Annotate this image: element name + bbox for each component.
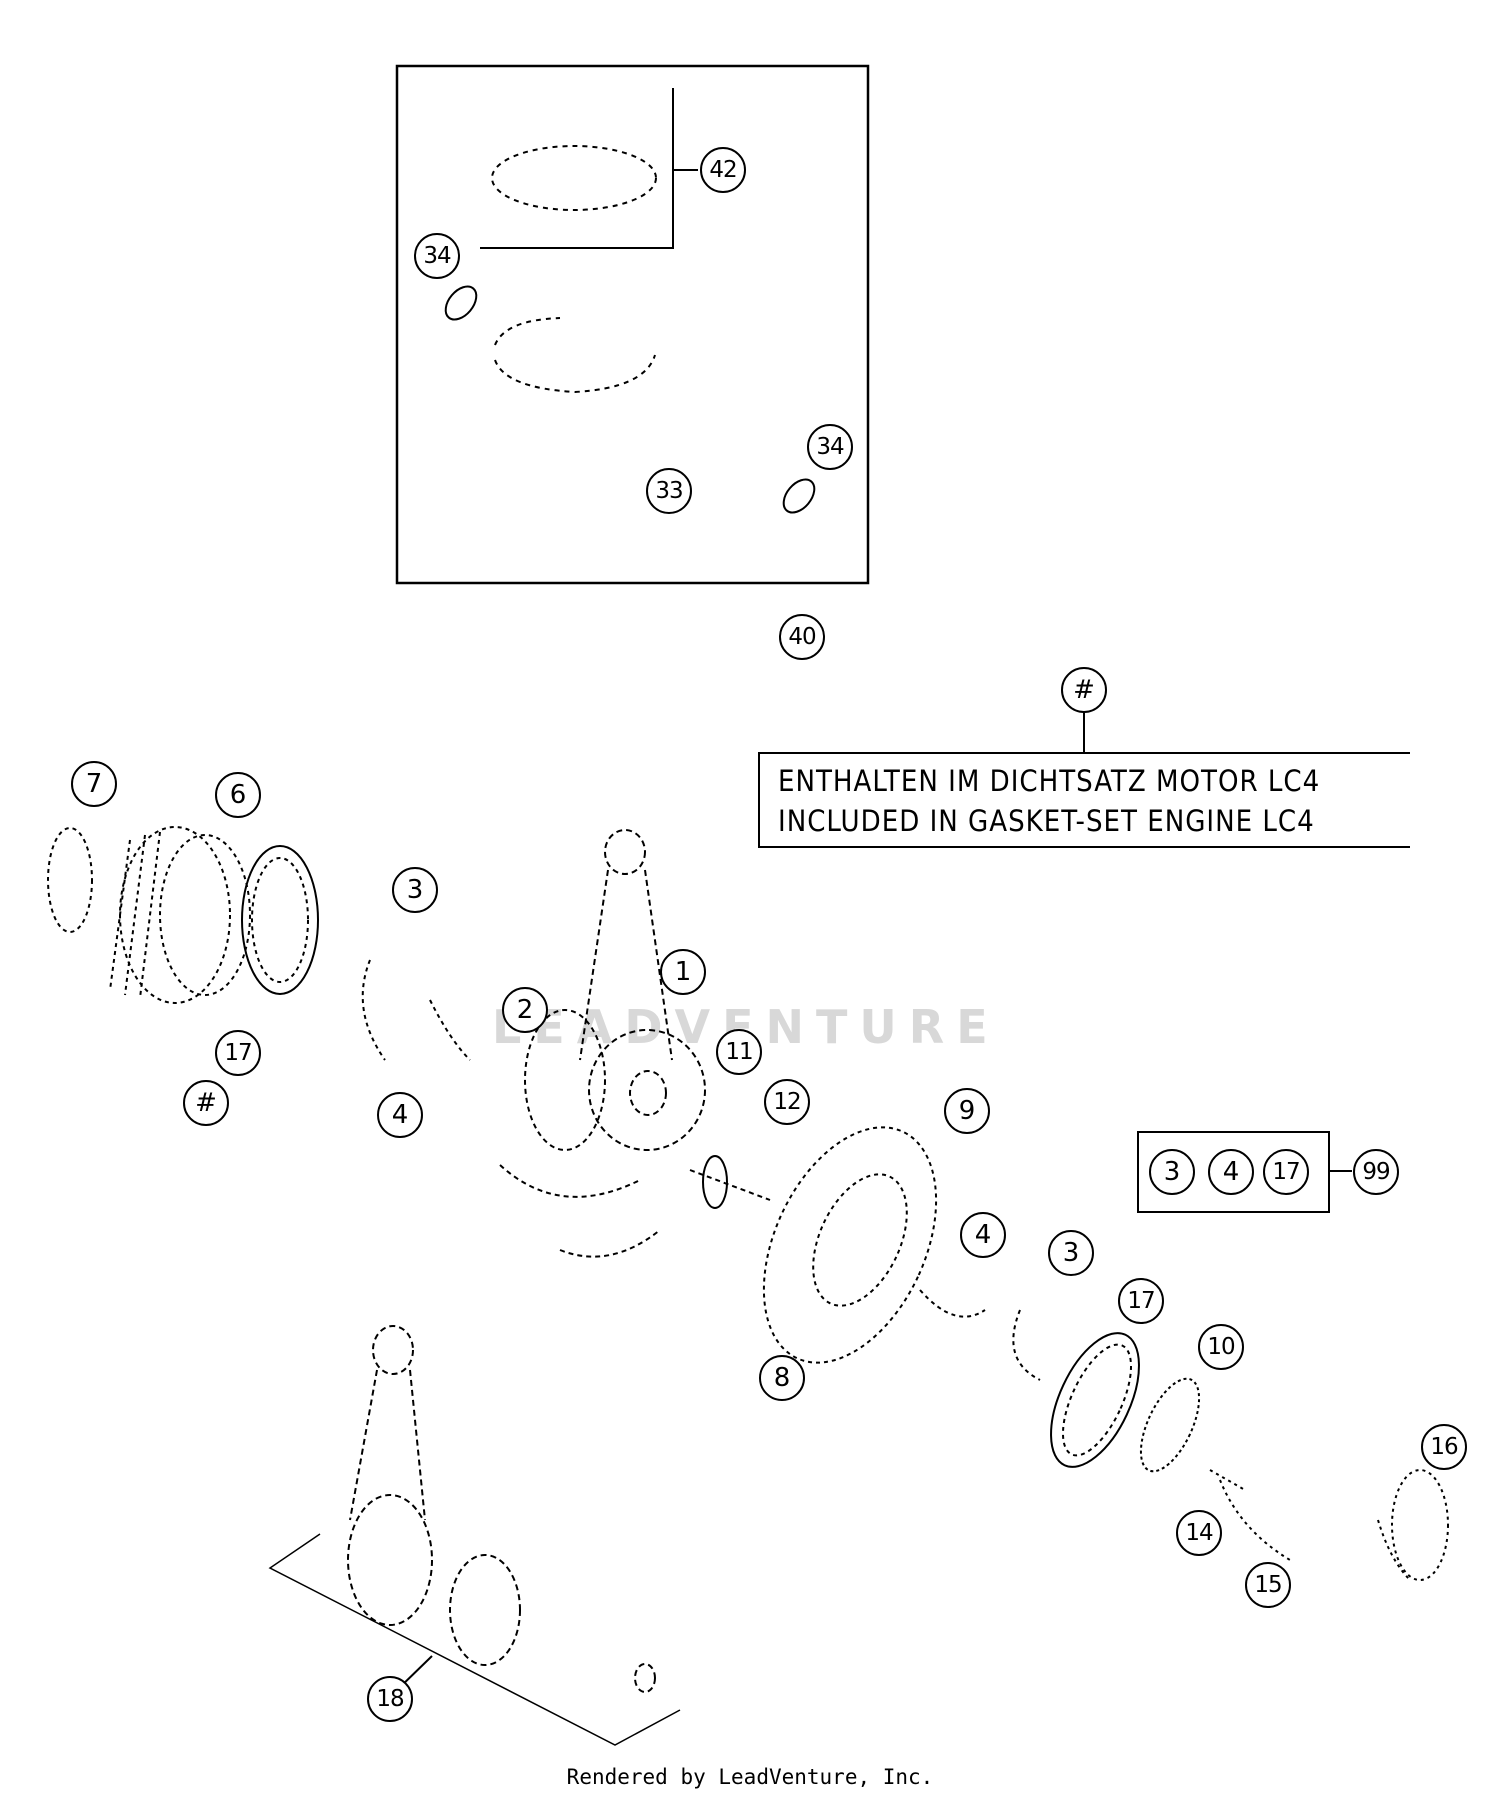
- callout-3[interactable]: 3: [392, 867, 438, 913]
- callout-99[interactable]: 99: [1353, 1149, 1399, 1195]
- crankshaft: [499, 1009, 771, 1258]
- note-line-german: ENTHALTEN IM DICHTSATZ MOTOR LC4: [778, 764, 1321, 798]
- callout-12[interactable]: 12: [764, 1079, 810, 1125]
- callout-34[interactable]: 34: [414, 233, 460, 279]
- gasket-set-note: ENTHALTEN IM DICHTSATZ MOTOR LC4 INCLUDE…: [758, 752, 1410, 848]
- callout-3[interactable]: 3: [1048, 1230, 1094, 1276]
- note-line-english: INCLUDED IN GASKET-SET ENGINE LC4: [778, 804, 1315, 838]
- connecting-rod-main: [579, 829, 706, 1151]
- callout-1[interactable]: 1: [660, 949, 706, 995]
- callout-9[interactable]: 9: [944, 1088, 990, 1134]
- callout-11[interactable]: 11: [716, 1029, 762, 1075]
- callout-17[interactable]: 17: [1118, 1278, 1164, 1324]
- primary-gear: [47, 826, 251, 1004]
- piston-kit-frame: [395, 64, 870, 585]
- piston-rings: [491, 145, 657, 394]
- spacer-10: [1139, 1377, 1201, 1473]
- callout-42[interactable]: 42: [700, 147, 746, 193]
- callout-8[interactable]: 8: [759, 1355, 805, 1401]
- callout-hash-note[interactable]: #: [1061, 667, 1107, 713]
- kit-callout-17[interactable]: 17: [1263, 1149, 1309, 1195]
- piston-ring-leader: [480, 88, 674, 249]
- small-parts: [1209, 1469, 1449, 1581]
- callout-2[interactable]: 2: [502, 987, 548, 1033]
- rod-kit-bracket: [268, 1533, 681, 1746]
- timing-gear: [762, 1126, 938, 1364]
- connecting-rod-kit: [347, 1325, 656, 1693]
- kit-callout-4[interactable]: 4: [1208, 1149, 1254, 1195]
- callout-40[interactable]: 40: [779, 614, 825, 660]
- callout-6[interactable]: 6: [215, 772, 261, 818]
- callout-33[interactable]: 33: [646, 468, 692, 514]
- callout-hash[interactable]: #: [183, 1080, 229, 1126]
- callout-10[interactable]: 10: [1198, 1324, 1244, 1370]
- bearing-shells-right: [919, 1289, 1041, 1381]
- callout-4[interactable]: 4: [377, 1092, 423, 1138]
- callout-14[interactable]: 14: [1176, 1510, 1222, 1556]
- callout-15[interactable]: 15: [1245, 1562, 1291, 1608]
- footer-credit: Rendered by LeadVenture, Inc.: [566, 1765, 934, 1789]
- callout-7[interactable]: 7: [71, 761, 117, 807]
- callout-34[interactable]: 34: [807, 424, 853, 470]
- piston-pin-clip-right: [782, 478, 816, 514]
- bearing-shells-left: [361, 959, 471, 1061]
- callout-16[interactable]: 16: [1421, 1424, 1467, 1470]
- callout-18[interactable]: 18: [367, 1676, 413, 1722]
- kit-callout-3[interactable]: 3: [1149, 1149, 1195, 1195]
- callout-17[interactable]: 17: [215, 1030, 261, 1076]
- piston-pin-clip-left: [444, 285, 478, 321]
- bearing-17-right: [1050, 1332, 1140, 1468]
- callout-4[interactable]: 4: [960, 1212, 1006, 1258]
- bearing-17-left: [241, 845, 319, 995]
